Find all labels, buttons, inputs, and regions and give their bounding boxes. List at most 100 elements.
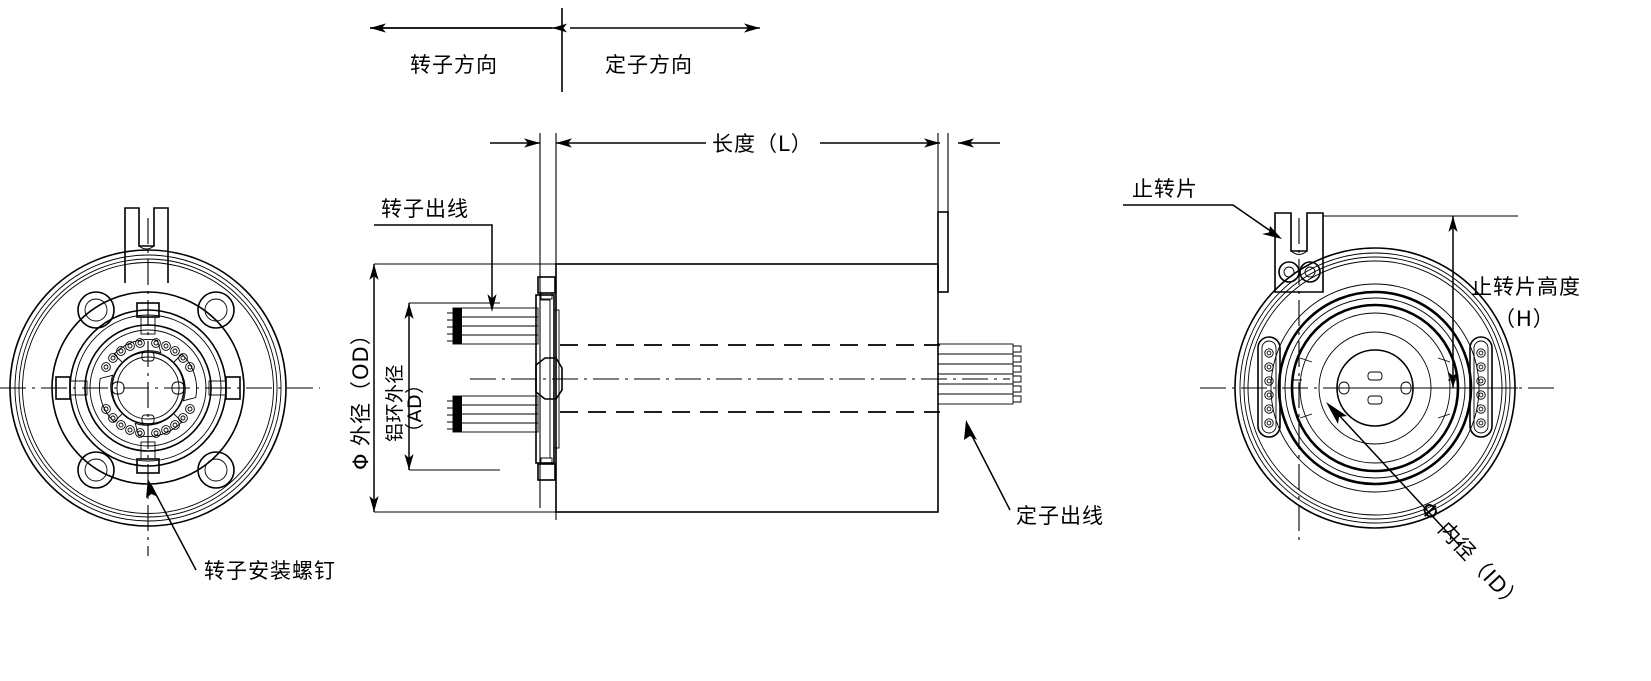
rotor-wire-end-cap	[453, 308, 462, 344]
rotor-wire-strands	[447, 400, 453, 430]
brush-blocks-group	[98, 338, 198, 438]
mounting-hole-br-inner	[204, 458, 228, 482]
stator-wire	[937, 363, 1014, 375]
id-leader-line	[1335, 411, 1461, 547]
stator-cable-bundle	[937, 343, 1022, 405]
connector-pin-core	[1266, 378, 1272, 384]
stator-wire-tips	[1013, 345, 1022, 403]
connector-pin-core	[1266, 420, 1272, 426]
contact-dot	[125, 341, 135, 351]
rotor-lead-wire-label: 转子出线	[381, 197, 469, 221]
contact-dot	[151, 338, 161, 348]
rotor-lead-arrowhead	[487, 294, 497, 312]
contact-dot	[108, 353, 118, 363]
brush-block-1	[98, 374, 124, 423]
contact-dot	[151, 428, 161, 438]
od-arrowhead-top	[369, 264, 379, 280]
mounting-holes-group	[77, 291, 235, 489]
contact-dot	[161, 341, 171, 351]
connector-pin	[1476, 390, 1486, 400]
connector-pin	[1476, 404, 1486, 414]
contact-dot	[101, 362, 111, 372]
connector-right-body	[1469, 336, 1493, 438]
contact-dot	[108, 413, 118, 423]
contact-dot-core	[103, 364, 109, 370]
brush-block-3-body	[172, 353, 198, 402]
ring-outer-diameter-code: （AD）	[404, 374, 426, 442]
rotor-wire	[452, 307, 539, 318]
contact-dot-core	[127, 427, 133, 433]
brush-block-2-body	[113, 338, 162, 364]
anti-rotation-plate-label: 止转片	[1132, 177, 1198, 201]
rotor-wire-end-cap	[453, 396, 462, 432]
plate-height-code: （H）	[1494, 307, 1555, 331]
mounting-hole-tr-inner	[204, 298, 228, 322]
rotor-direction-arrowhead	[370, 23, 386, 33]
ad-arrowhead-bottom	[404, 454, 414, 470]
rotor-mounting-screw-callout: 转子安装螺钉	[146, 479, 335, 583]
contact-dot-core	[187, 364, 193, 370]
direction-indicator-group: 转子方向 定子方向	[370, 8, 760, 92]
connector-pin-core	[1478, 392, 1484, 398]
stator-body-rect	[555, 263, 939, 513]
stator-bore-key-bottom	[1367, 395, 1383, 405]
connector-pin-core	[1266, 392, 1272, 398]
plate-notch-radius	[1290, 250, 1308, 255]
mounting-hole-tl	[77, 291, 115, 329]
contact-dot-core	[110, 415, 116, 421]
rotor-cable-bundle-lower	[447, 395, 539, 433]
connector-pin-core	[1478, 406, 1484, 412]
connector-pin-core	[1478, 350, 1484, 356]
contact-dot	[178, 413, 188, 423]
rotor-offset-arrowhead	[524, 138, 540, 148]
contact-dot-core	[187, 406, 193, 412]
connector-pin	[1476, 362, 1486, 372]
rotor-wire	[452, 316, 539, 327]
connector-pin	[1476, 376, 1486, 386]
contact-dot	[170, 346, 180, 356]
ad-arrowhead-top	[404, 303, 414, 319]
rotor-wire	[452, 395, 539, 406]
h-arrowhead-bottom	[1448, 372, 1458, 388]
contact-dot	[135, 338, 145, 348]
contact-dot	[116, 420, 126, 430]
brush-contact-dots	[101, 338, 195, 438]
fork-notch-radius	[138, 245, 155, 250]
length-arrowhead-left	[556, 138, 572, 148]
plate-callout-arrowhead	[1262, 226, 1282, 239]
contact-dot-core	[118, 422, 124, 428]
contact-dot	[101, 404, 111, 414]
contact-dot-core	[163, 343, 169, 349]
rotor-screw-leader-line	[150, 484, 197, 571]
rotor-hub	[535, 357, 563, 400]
connector-pin	[1476, 348, 1486, 358]
mounting-hole-tr	[197, 291, 235, 329]
connector-pin	[1264, 362, 1274, 372]
flange-screw-shank-top	[540, 292, 553, 300]
stator-wire	[937, 343, 1014, 355]
contact-dot	[185, 362, 195, 372]
flange-screw-shank-bottom	[540, 457, 553, 465]
stator-bore-key-top	[1367, 371, 1383, 381]
rotor-end-face-view: 转子安装螺钉	[0, 207, 335, 583]
contact-dot	[125, 425, 135, 435]
ring-gap-tick	[1299, 357, 1451, 419]
flange-screws-group	[537, 276, 556, 481]
stator-offset-arrowhead	[958, 138, 974, 148]
outer-diameter-dimension: Φ 外径（OD）	[349, 263, 556, 513]
contact-dot-core	[153, 430, 159, 436]
contact-dot-core	[110, 355, 116, 361]
anti-rotation-plate-callout: 止转片	[1123, 177, 1282, 239]
contact-dot-core	[172, 348, 178, 354]
rotor-lead-line	[374, 224, 493, 300]
connector-pin	[1264, 376, 1274, 386]
mounting-hole-bl-inner	[84, 458, 108, 482]
contact-dot-core	[180, 355, 186, 361]
side-section-view: Φ 外径（OD） 铝环外径 （AD） 转子出线 定子出线	[349, 197, 1103, 528]
contact-dot-core	[137, 430, 143, 436]
connector-pin-core	[1478, 378, 1484, 384]
contact-dot	[185, 404, 195, 414]
connector-left-inner	[1261, 340, 1277, 434]
